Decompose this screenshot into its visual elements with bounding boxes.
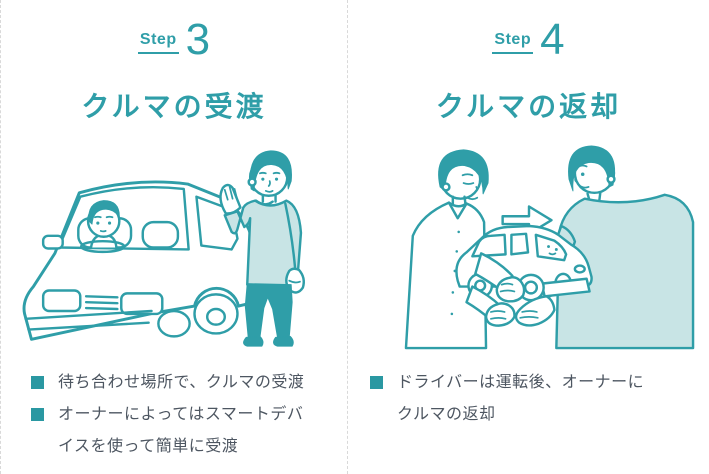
driver [80,200,126,254]
step-3-title: クルマの受渡 [81,91,267,122]
panel-step-3: Step 3 クルマの受渡 [1,0,347,474]
steering-wheel [80,239,126,254]
step-4-bullet-list: ドライバーは運転後、オーナーにクルマの返却 [348,367,655,431]
step-4-header: Step 4 [348,13,709,65]
step-3-label: Step [137,31,179,54]
car-headlight [573,264,586,274]
step-4-number: 4 [540,15,565,65]
step-4-label: Step [492,31,534,54]
step-3-bullet-list: 待ち合わせ場所で、クルマの受渡 オーナーによってはスマートデバイスを使って簡単に… [1,367,316,463]
car-front-wheel [157,309,191,338]
owner-shirt [223,199,303,288]
car [22,180,259,341]
side-mirror [41,234,64,250]
driver-hands [464,252,525,327]
toy-car [454,224,593,302]
driver-hair [437,149,489,195]
bullet-square-icon [370,376,383,389]
car-window-front [509,232,529,256]
owner-shoe-right [273,335,294,347]
passenger-headrest [141,220,180,249]
owner-open-hand [514,295,556,327]
standing-owner [219,150,305,347]
headlight-right [120,292,164,316]
owner-pants [244,283,293,338]
step-3-header: Step 3 [1,13,347,65]
driver-shirt [404,201,487,350]
bullet-square-icon [31,376,44,389]
bullet-text: オーナーによってはスマートデバイスを使って簡単に受渡 [58,406,304,455]
bullet-item: 待ち合わせ場所で、クルマの受渡 [31,367,316,399]
bullet-square-icon [31,408,44,421]
owner-hair [249,150,292,192]
driver-hair [88,200,120,225]
bullet-item: ドライバーは運転後、オーナーにクルマの返却 [370,367,655,431]
bullet-text: ドライバーは運転後、オーナーにクルマの返却 [397,374,645,423]
step-3-number: 3 [185,15,211,65]
owner-shoe-left [243,335,264,347]
step-4-title: クルマの返却 [435,91,622,122]
owner-hair [567,145,615,192]
panel-step-4: Step 4 クルマの返却 [347,0,709,474]
driver-ear [440,182,451,192]
car-window-rear [470,233,507,258]
car-windshield [534,233,567,262]
headlight-left [41,289,82,313]
grille-lines [84,295,119,311]
bumper-lines [24,309,153,331]
bullet-text: 待ち合わせ場所で、クルマの受渡 [58,374,305,391]
illustration-car-handover [22,150,305,347]
owner-ear [247,177,257,187]
driver-giving [404,149,489,350]
owner-shirt [554,193,694,350]
owner-ear [605,174,616,184]
illustration-car-return [404,145,694,350]
bullet-item: オーナーによってはスマートデバイスを使って簡単に受渡 [31,399,316,463]
